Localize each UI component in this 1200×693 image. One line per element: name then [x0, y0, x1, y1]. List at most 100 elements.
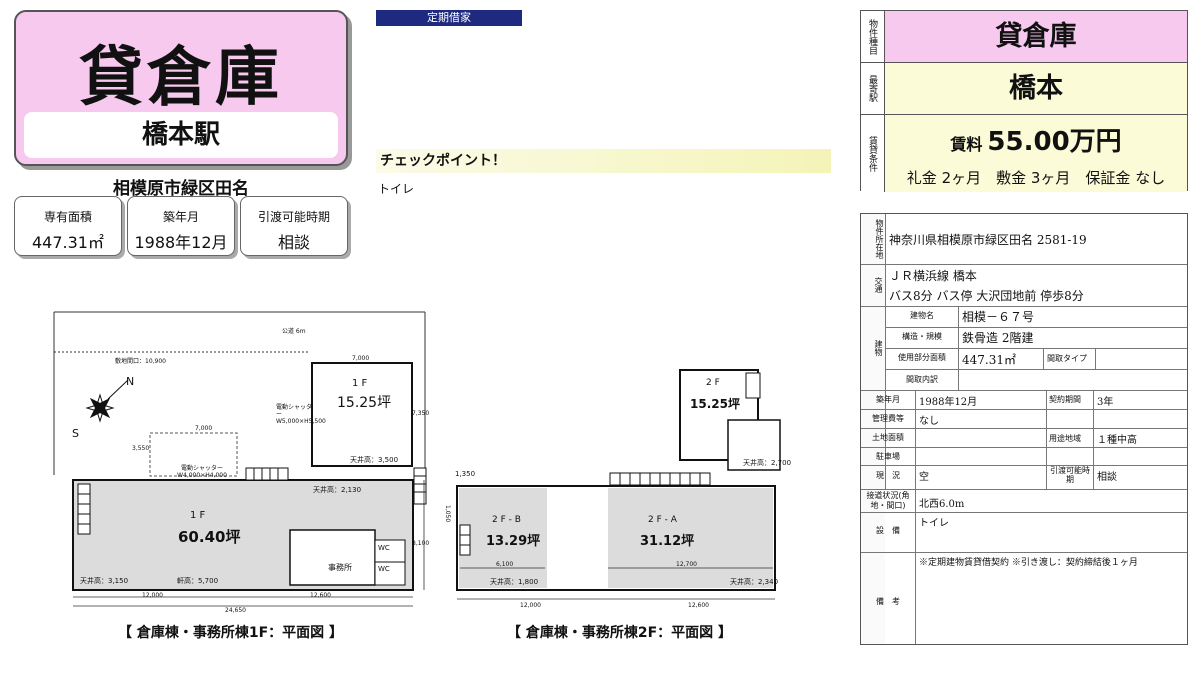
stat-area-key: 専有面積 — [43, 210, 92, 224]
zoning-value: １種中高 — [1097, 435, 1137, 446]
divider — [861, 447, 1187, 448]
divider — [915, 489, 916, 644]
stat-area: 専有面積 447.31㎡ — [14, 196, 122, 256]
shutter-office: 電動シャッター W5,000×H5,500 — [276, 404, 326, 425]
layout-type-label: 間取タイプ — [1047, 354, 1087, 363]
plan-2f-caption: 【 倉庫棟・事務所棟2F：平面図 】 — [507, 625, 733, 641]
main-ceiling: 天井高：2,130 — [313, 486, 362, 494]
mgmt-value: なし — [919, 416, 939, 427]
dim-7350: 7,350 — [412, 410, 430, 417]
zoning-label: 用途地域 — [1049, 434, 1081, 443]
summary-table: 物件種目 貸倉庫 最寄駅 橋本 賃貸条件 賃料 55.00万円 礼金 2ヶ月 敷… — [860, 10, 1188, 192]
station-label-short: 最寄駅 — [861, 63, 885, 114]
divider — [1095, 348, 1096, 369]
eaves-height: 軒高：5,700 — [177, 577, 219, 585]
built-value: 1988年12月 — [919, 397, 978, 408]
checkpoint-text: トイレ — [378, 182, 415, 196]
checkpoint-title: チェックポイント！ — [376, 149, 831, 173]
summary-row-type: 物件種目 貸倉庫 — [861, 11, 1187, 63]
divider — [915, 390, 916, 489]
contract-value: 3年 — [1097, 397, 1114, 408]
status-label: 現 況 — [876, 471, 900, 480]
room-a-ceiling: 天井高：2,340 — [730, 578, 779, 586]
divider — [861, 264, 1187, 265]
upper-room — [311, 362, 413, 467]
summary-row-station: 最寄駅 橋本 — [861, 63, 1187, 115]
rent-value: 55.00万円 — [987, 127, 1122, 157]
office-label: 事務所 — [328, 563, 352, 572]
summary-terms: 賃料 55.00万円 礼金 2ヶ月 敷金 3ヶ月 保証金 なし — [885, 115, 1187, 192]
north-mark: N — [126, 375, 135, 388]
structure-label: 構造・規模 — [902, 332, 942, 341]
divider — [861, 489, 1187, 490]
remarks-label: 備 考 — [876, 597, 900, 606]
dim-7000a: 7,000 — [352, 355, 370, 362]
upper-tsubo: 15.25坪 — [337, 395, 392, 411]
stat-built: 築年月 1988年12月 — [127, 196, 235, 256]
details-table: 物件所在地 神奈川県相模原市緑区田名 2581-19 交通 ＪＲ横浜線 橋本 バ… — [860, 213, 1188, 645]
setback-note: 公道 6m — [282, 328, 306, 335]
parking-label: 駐車場 — [876, 452, 900, 461]
south-mark: S — [72, 427, 79, 440]
property-title-card: 貸倉庫 橋本駅 — [14, 10, 348, 166]
left-ceiling: 天井高：3,150 — [80, 577, 129, 585]
divider — [885, 348, 1187, 349]
divider — [885, 327, 1187, 328]
summary-row-terms: 賃貸条件 賃料 55.00万円 礼金 2ヶ月 敷金 3ヶ月 保証金 なし — [861, 115, 1187, 192]
mgmt-label: 管理費等 — [872, 414, 904, 423]
wc-label-2: WC — [378, 565, 390, 573]
room-a-width: 12,700 — [676, 561, 697, 568]
dim-12000: 12,000 — [142, 592, 163, 599]
office-room — [289, 529, 376, 586]
room-2f-a — [608, 488, 773, 588]
transport-line2: バス8分 バス停 大沢団地前 停歩8分 — [889, 289, 1084, 303]
built-label: 築年月 — [876, 395, 900, 404]
compass-icon — [85, 379, 129, 423]
main-floor-label: 1 F — [190, 510, 206, 521]
handover-label: 引渡可能時期 — [1050, 466, 1090, 484]
stat-handover: 引渡可能時期 相談 — [240, 196, 348, 256]
terms-label: 賃貸条件 — [861, 115, 885, 192]
dim-1050: 1,050 — [444, 505, 451, 523]
divider — [861, 512, 1187, 513]
divider — [861, 465, 1187, 466]
transport-label: 交通 — [874, 277, 883, 293]
status-value: 空 — [919, 472, 929, 483]
type-label: 物件種目 — [861, 11, 885, 62]
divider — [1043, 348, 1044, 369]
stat-handover-value: 相談 — [277, 233, 310, 252]
stat-built-value: 1988年12月 — [134, 233, 228, 252]
layout-detail-label: 間取内訳 — [906, 375, 938, 384]
summary-type: 貸倉庫 — [885, 11, 1187, 62]
divider — [885, 214, 886, 489]
plan-1f-caption: 【 倉庫棟・事務所棟1F：平面図 】 — [118, 625, 344, 641]
divider — [861, 390, 1187, 391]
dim-1350: 1,350 — [455, 470, 476, 478]
dim-7000b: 7,000 — [195, 425, 213, 432]
deposit-terms: 礼金 2ヶ月 敷金 3ヶ月 保証金 なし — [906, 169, 1166, 187]
dim-12000-2f: 12,000 — [520, 602, 541, 609]
dim-3550: 3,550 — [132, 445, 150, 452]
facility-value: トイレ — [919, 518, 949, 529]
upper-2f-ceiling: 天井高：2,700 — [743, 459, 792, 467]
land-label: 土地面積 — [872, 433, 904, 442]
facility-label: 設 備 — [876, 526, 900, 535]
station-label: 橋本駅 — [24, 112, 338, 158]
summary-station: 橋本 — [885, 63, 1187, 114]
room-a-tsubo: 31.12坪 — [640, 534, 695, 549]
main-tsubo: 60.40坪 — [178, 528, 241, 546]
stat-area-value: 447.31㎡ — [32, 233, 104, 252]
details-label-col — [861, 214, 885, 644]
divider — [861, 306, 1187, 307]
transport-line1: ＪＲ横浜線 橋本 — [889, 269, 977, 283]
upper-floor-label: 1 F — [352, 378, 368, 389]
floor-plan-2f — [456, 369, 781, 600]
remarks-value: ※定期建物賃貸借契約 ※引き渡し：契約締結後１ヶ月 — [919, 558, 1138, 568]
upper-ceiling: 天井高：3,500 — [350, 456, 399, 464]
building-label: 建物 — [874, 340, 883, 356]
rent-prefix: 賃料 — [950, 135, 983, 154]
divider — [861, 428, 1187, 429]
upper-2f-label: 2 F — [706, 378, 720, 388]
address-value: 神奈川県相模原市緑区田名 2581-19 — [889, 233, 1087, 247]
area-name: 相模原市緑区田名 — [113, 179, 249, 199]
